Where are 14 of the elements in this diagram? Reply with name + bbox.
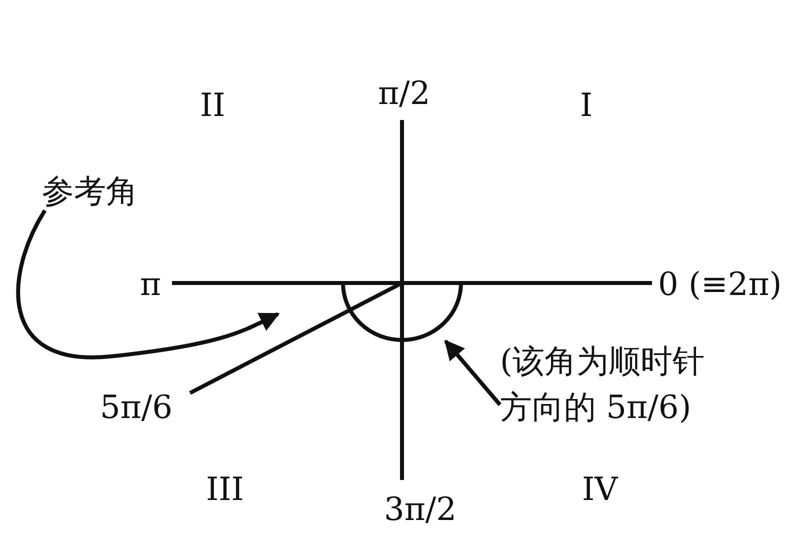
- angle-arc: [341, 282, 463, 342]
- quadrant-numeral: I: [580, 86, 593, 124]
- angle-label: 5π/6: [100, 388, 173, 426]
- quadrant-numeral: II: [200, 86, 226, 124]
- axis-label: 3π/2: [384, 490, 457, 528]
- leader-arrow: [16, 209, 280, 360]
- axis-label: 0 (≡2π): [658, 265, 782, 304]
- leader-arrow: [444, 340, 502, 406]
- quadrant-numeral: IV: [582, 470, 618, 508]
- quadrant-numeral: III: [206, 470, 244, 508]
- annotation-text: 参考角: [42, 172, 138, 210]
- annotation-text: (该角为顺时针方向的 5π/6): [500, 338, 735, 431]
- axis-label: π: [140, 265, 162, 304]
- axis-label: π/2: [378, 74, 430, 112]
